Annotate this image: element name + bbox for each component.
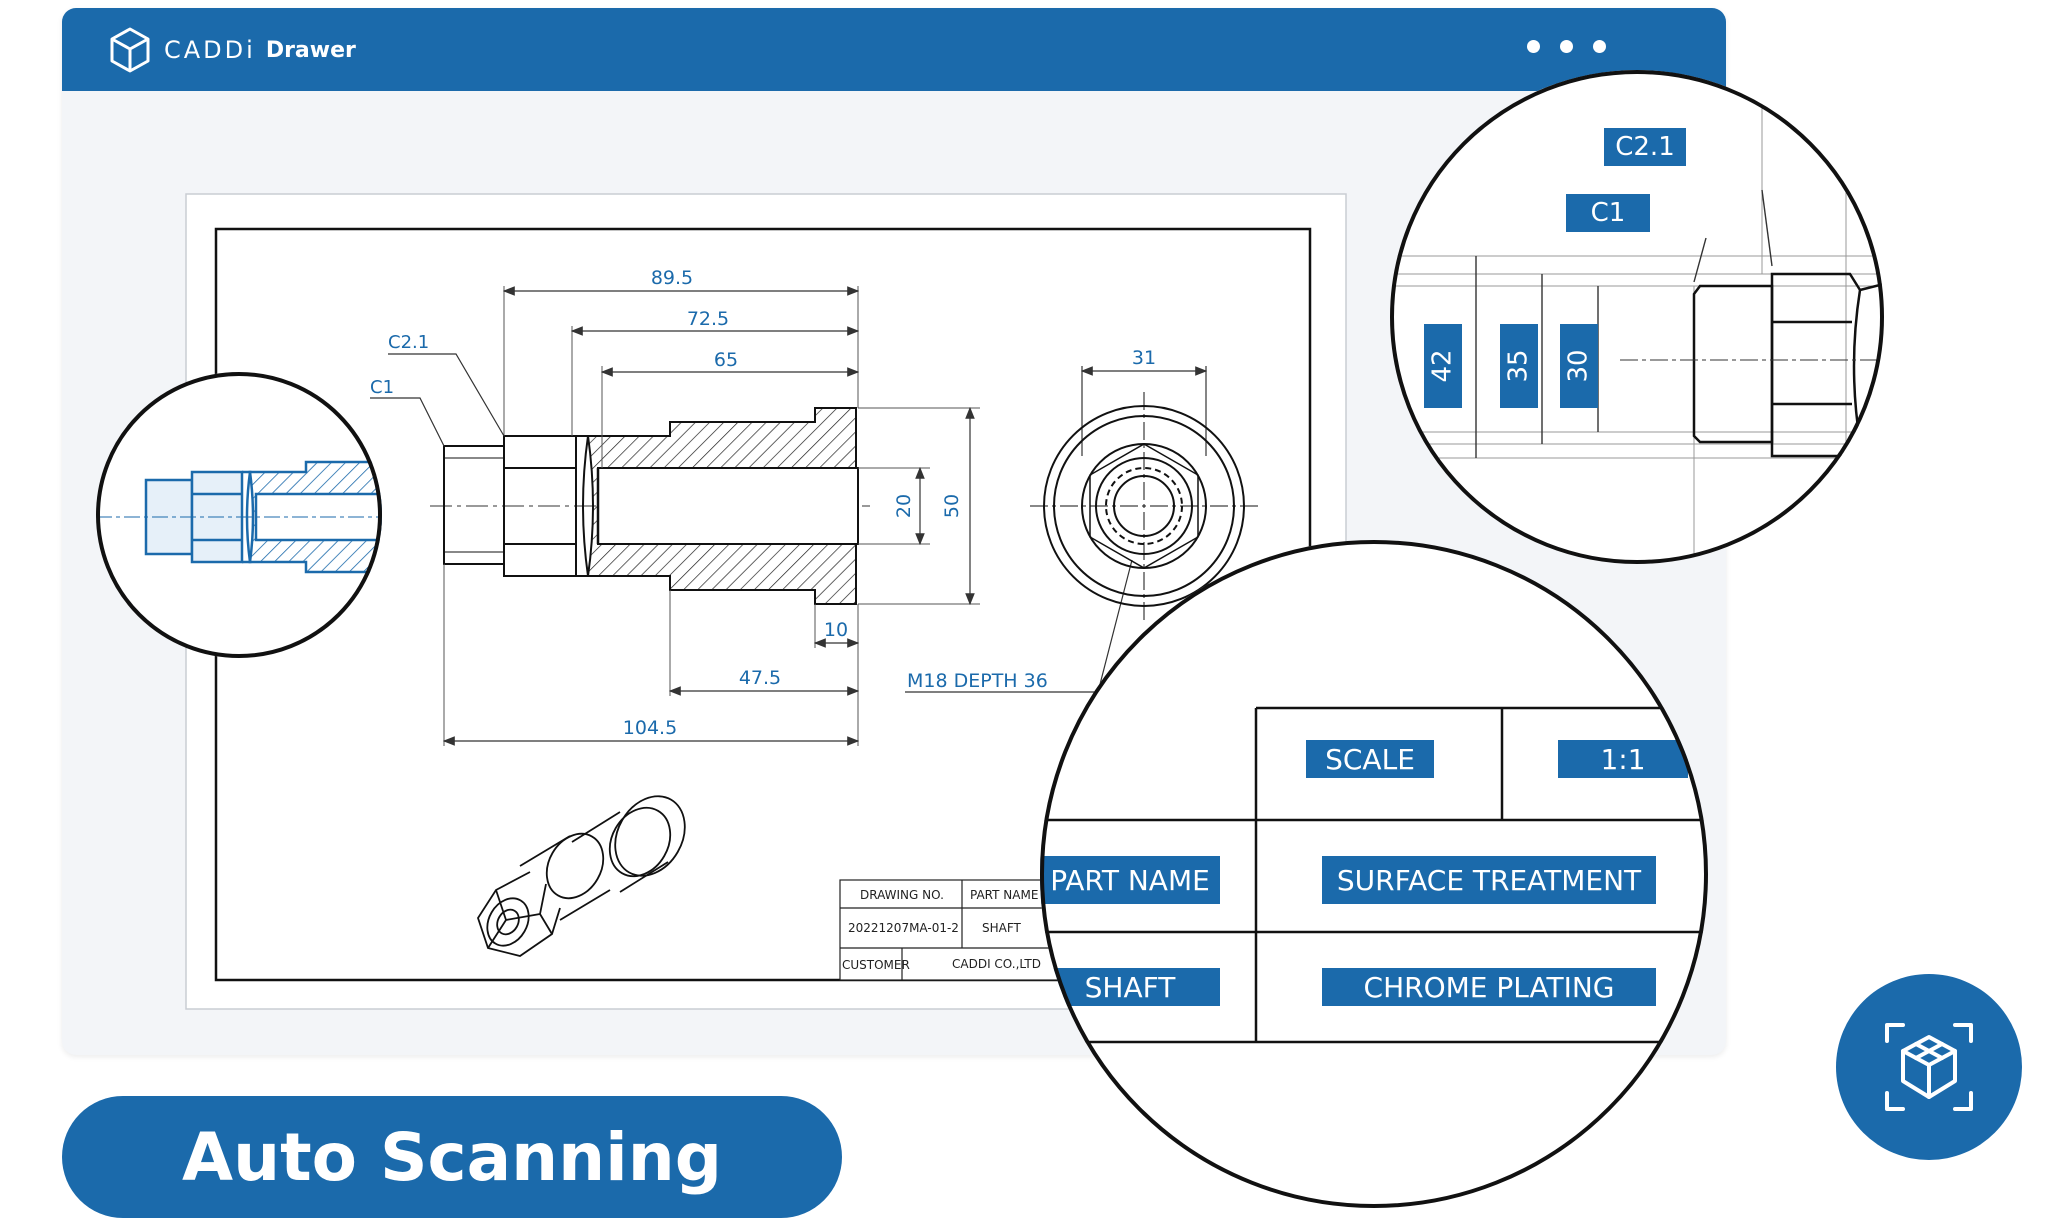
auto-scanning-badge: Auto Scanning	[62, 1096, 842, 1218]
tag-dimension-42[interactable]: 42	[1424, 324, 1462, 408]
scan-cube-icon	[1885, 1023, 1973, 1111]
shaft-side-view	[443, 407, 859, 605]
zoom-lens-part-highlight	[96, 372, 382, 658]
dimension-20: 20	[893, 494, 915, 518]
tag-part-name-value[interactable]: SHAFT	[1040, 968, 1220, 1006]
more-horizontal-icon[interactable]	[1527, 40, 1606, 53]
title-block-customer-label: CUSTOMER	[842, 958, 910, 972]
tag-part-name-label[interactable]: PART NAME	[1040, 856, 1220, 904]
brand-name: CADDi	[164, 36, 256, 64]
extension-lines	[443, 286, 980, 746]
zoom-lens-chamfer: C2.1 C1 42 35 30	[1390, 70, 1884, 564]
thread-callout: M18 DEPTH 36	[907, 670, 1048, 692]
shaft-isometric-view	[477, 795, 686, 957]
zoomed-chamfer-detail	[1390, 70, 1884, 564]
tag-surface-treatment-value[interactable]: CHROME PLATING	[1322, 968, 1656, 1006]
highlighted-part-detail	[96, 460, 382, 574]
auto-scanning-label: Auto Scanning	[182, 1118, 722, 1196]
title-bar: CADDi Drawer	[62, 8, 1726, 91]
dimension-72-5: 72.5	[687, 308, 729, 330]
dimension-50: 50	[941, 494, 963, 518]
zoom-lens-title-block: SCALE 1:1 PART NAME SURFACE TREATMENT SH…	[1040, 540, 1708, 1208]
dimension-104-5: 104.5	[623, 717, 677, 739]
tag-chamfer-c2-1[interactable]: C2.1	[1604, 128, 1686, 166]
zoomed-title-block-grid	[1040, 706, 1708, 1044]
title-block-drawing-no-label: DRAWING NO.	[860, 888, 944, 902]
product-name: Drawer	[265, 37, 356, 63]
dimension-65: 65	[714, 349, 738, 371]
tag-dimension-30[interactable]: 30	[1560, 324, 1598, 408]
title-block-customer: CADDI CO.,LTD	[952, 957, 1041, 971]
scan-button[interactable]	[1836, 974, 2022, 1160]
cube-icon	[110, 27, 150, 73]
dimension-31: 31	[1132, 347, 1156, 369]
tag-dimension-35-text: 35	[1504, 349, 1534, 383]
chamfer-c2-1: C2.1	[388, 332, 429, 353]
dimension-47-5: 47.5	[739, 667, 781, 689]
shaft-end-view	[1030, 392, 1258, 620]
tag-scale-value[interactable]: 1:1	[1558, 740, 1688, 778]
dimension-10: 10	[824, 619, 848, 641]
tag-dimension-30-text: 30	[1564, 349, 1594, 383]
chamfer-c1: C1	[370, 377, 394, 398]
tag-chamfer-c1[interactable]: C1	[1566, 194, 1650, 232]
tag-dimension-35[interactable]: 35	[1500, 324, 1538, 408]
tag-dimension-42-text: 42	[1428, 349, 1458, 383]
dimension-89-5: 89.5	[651, 267, 693, 289]
tag-surface-treatment-label[interactable]: SURFACE TREATMENT	[1322, 856, 1656, 904]
title-block-part-name-label: PART NAME	[970, 888, 1038, 902]
title-block-part-name: SHAFT	[982, 921, 1022, 935]
brand-logo[interactable]: CADDi Drawer	[108, 27, 356, 73]
tag-scale-label[interactable]: SCALE	[1306, 740, 1434, 778]
title-block-drawing-no: 20221207MA-01-2	[848, 921, 959, 935]
